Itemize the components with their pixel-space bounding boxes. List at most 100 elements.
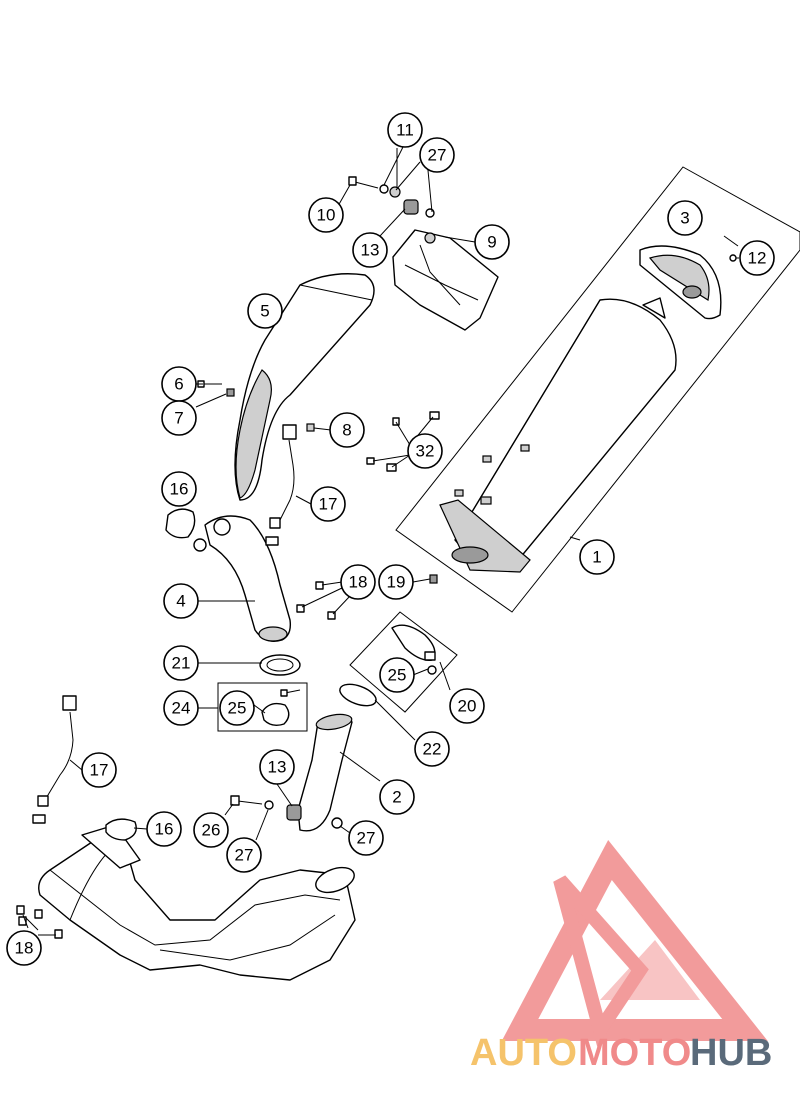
- svg-text:5: 5: [260, 302, 269, 321]
- link-pipe: [297, 713, 353, 832]
- watermark-auto: AUTO: [470, 1032, 577, 1074]
- callout-27-right: 27: [348, 820, 384, 856]
- mounting-bracket: [392, 229, 499, 331]
- callout-32: 32: [407, 433, 443, 469]
- clamp-group-box-24: [217, 682, 308, 732]
- callout-5: 5: [247, 293, 283, 329]
- callout-1: 1: [579, 539, 615, 575]
- callout-6: 6: [161, 366, 197, 402]
- callout-16-lower: 16: [146, 811, 182, 847]
- clips-32: [366, 411, 440, 472]
- svg-text:10: 10: [317, 206, 336, 225]
- watermark-text: AUTO MOTO HUB: [470, 1032, 772, 1074]
- callout-24: 24: [163, 690, 199, 726]
- watermark-hub: HUB: [690, 1032, 772, 1074]
- bolt-26: [230, 795, 263, 806]
- lambda-sensor-17-lower: [32, 695, 77, 824]
- callout-11: 11: [387, 112, 423, 148]
- nut-27-lower: [331, 817, 343, 829]
- clip-8: [306, 423, 315, 432]
- gasket-16-lower: [105, 818, 137, 841]
- screw-19: [429, 574, 438, 584]
- washer-11: [379, 184, 389, 194]
- header-pipes: [38, 824, 356, 981]
- callout-9: 9: [474, 224, 510, 260]
- svg-text:16: 16: [155, 820, 174, 839]
- callout-10: 10: [308, 197, 344, 233]
- callout-25-right: 25: [379, 657, 415, 693]
- connecting-pipe: [193, 515, 292, 642]
- callout-18-lower: 18: [6, 930, 42, 966]
- callout-4: 4: [163, 583, 199, 619]
- bushing-27-top: [389, 186, 401, 198]
- svg-text:13: 13: [361, 241, 380, 260]
- svg-text:27: 27: [357, 829, 376, 848]
- svg-text:4: 4: [176, 592, 185, 611]
- gasket-21: [259, 654, 301, 676]
- callout-7: 7: [161, 400, 197, 436]
- watermark-moto: MOTO: [578, 1032, 691, 1074]
- callout-19: 19: [378, 564, 414, 600]
- svg-text:1: 1: [592, 548, 601, 567]
- callout-27-mid: 27: [226, 837, 262, 873]
- svg-text:3: 3: [680, 209, 689, 228]
- svg-text:25: 25: [388, 666, 407, 685]
- svg-text:32: 32: [416, 442, 435, 461]
- svg-text:27: 27: [235, 846, 254, 865]
- callout-26: 26: [193, 812, 229, 848]
- nut-27-top: [425, 208, 435, 218]
- svg-text:8: 8: [342, 421, 351, 440]
- lambda-sensor-17-top: [265, 424, 297, 546]
- svg-text:13: 13: [268, 758, 287, 777]
- svg-text:2: 2: [392, 788, 401, 807]
- rubber-13-top: [403, 199, 419, 215]
- svg-text:18: 18: [349, 573, 368, 592]
- end-cap: [639, 245, 722, 320]
- callout-12: 12: [739, 240, 775, 276]
- svg-text:21: 21: [172, 654, 191, 673]
- callout-18-upper: 18: [340, 564, 376, 600]
- callout-25-left: 25: [219, 690, 255, 726]
- callout-13-lower: 13: [259, 749, 295, 785]
- callout-22: 22: [414, 731, 450, 767]
- callout-20: 20: [449, 688, 485, 724]
- svg-text:27: 27: [428, 146, 447, 165]
- callout-27-top: 27: [419, 137, 455, 173]
- muffler-group-box: [395, 166, 800, 613]
- heat-shield: [234, 273, 375, 501]
- svg-text:17: 17: [90, 761, 109, 780]
- callout-16-top: 16: [161, 471, 197, 507]
- svg-text:20: 20: [458, 697, 477, 716]
- muffler-fasteners: [454, 444, 530, 505]
- svg-text:19: 19: [387, 573, 406, 592]
- svg-text:22: 22: [423, 740, 442, 759]
- leader-lines: [22, 144, 739, 936]
- callout-2: 2: [379, 779, 415, 815]
- callout-17-lower: 17: [81, 752, 117, 788]
- bolt-10: [348, 176, 379, 189]
- nuts-18-upper: [296, 581, 336, 620]
- clamp-20: [391, 624, 437, 675]
- callout-8: 8: [329, 412, 365, 448]
- svg-text:11: 11: [396, 121, 414, 140]
- svg-text:6: 6: [174, 375, 183, 394]
- bushing-27-lower: [264, 800, 274, 810]
- clamp-group-box-20: [349, 611, 458, 713]
- svg-text:17: 17: [319, 495, 338, 514]
- nuts-18-lower: [16, 905, 63, 939]
- svg-text:12: 12: [748, 249, 767, 268]
- svg-text:16: 16: [170, 480, 189, 499]
- svg-text:9: 9: [487, 233, 496, 252]
- clamp-24: [261, 689, 301, 727]
- callout-3: 3: [667, 200, 703, 236]
- gasket-16-top: [165, 508, 196, 539]
- watermark-logo: [501, 839, 768, 1047]
- muffler-body: [439, 297, 677, 573]
- svg-text:24: 24: [172, 699, 191, 718]
- nut-7: [226, 388, 235, 397]
- callout-21: 21: [163, 645, 199, 681]
- svg-text:18: 18: [15, 939, 34, 958]
- callout-17-top: 17: [310, 486, 346, 522]
- svg-text:25: 25: [228, 699, 247, 718]
